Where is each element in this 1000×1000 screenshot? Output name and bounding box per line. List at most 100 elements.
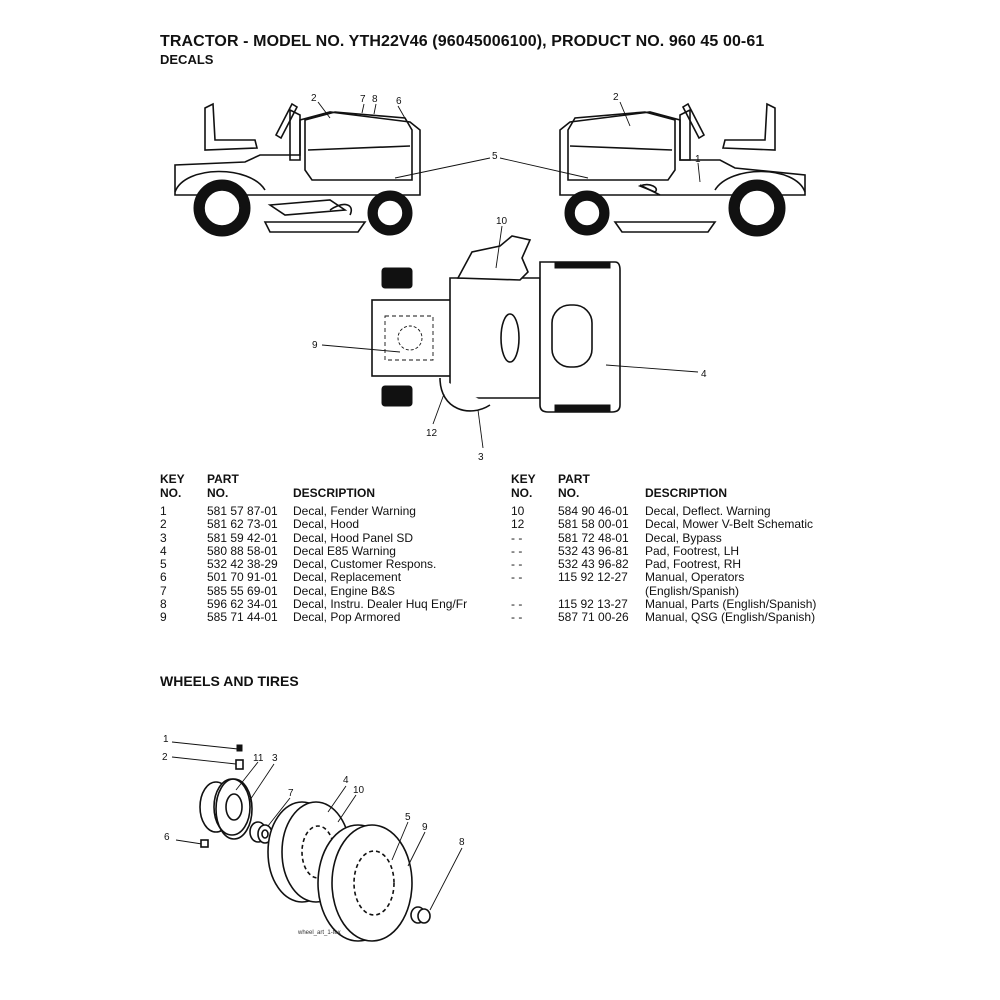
- callout-10: 10: [496, 216, 508, 227]
- cell-key: 12: [511, 517, 525, 532]
- cell-part: 532 42 38-29: [207, 557, 278, 572]
- wheel-callout-3: 3: [272, 753, 278, 764]
- section-title-decals: DECALS: [160, 52, 214, 67]
- cell-desc: Decal, Customer Respons.: [293, 557, 437, 572]
- wheel-exploded-view: [171, 741, 463, 942]
- table-row: 2 581 62 73-01 Decal, Hood: [160, 517, 500, 532]
- wheel-callout-1: 1: [163, 734, 169, 745]
- callout-12: 12: [426, 428, 438, 439]
- wheel-callout-9: 9: [422, 822, 428, 833]
- cell-part: 584 90 46-01: [558, 504, 629, 518]
- callout-1: 1: [695, 154, 701, 165]
- cell-key: - -: [511, 530, 523, 545]
- table-row: 12 581 58 00-01 Decal, Mower V-Belt Schema…: [511, 517, 851, 532]
- decal-callouts: 2 7 8 6 5 2 1 10 9 4 12 3: [311, 92, 707, 463]
- tractor-right-view: [559, 102, 806, 237]
- cell-key: 6: [160, 570, 167, 585]
- cell-part: 596 62 34-01: [207, 597, 278, 612]
- cell-part: 585 71 44-01: [207, 610, 278, 625]
- cell-key: - -: [511, 570, 523, 585]
- cell-desc: Decal, Fender Warning: [293, 504, 416, 518]
- cell-desc: Manual, Parts (English/Spanish): [645, 597, 817, 612]
- callout-7: 9: [312, 340, 318, 351]
- cell-desc: Decal, Mower V-Belt Schematic: [645, 517, 814, 532]
- table-row: 4 580 88 58-01 Decal E85 Warning: [160, 543, 500, 558]
- tractor-top-view: [371, 235, 621, 413]
- cell-key: 5: [160, 557, 167, 572]
- cell-key: 2: [160, 517, 167, 532]
- cell-part: 585 55 69-01: [207, 583, 278, 598]
- parts-table-right: KEY NO. PART NO. DESCRIPTION 10 584 90 46…: [511, 472, 851, 625]
- callout-4: 6: [396, 96, 402, 107]
- callout-5: 7: [360, 94, 366, 105]
- cell-desc: Decal, Hood: [293, 517, 360, 532]
- cell-part: 115 92 13-27: [558, 597, 628, 612]
- cell-desc: Decal, Deflect. Warning: [645, 504, 771, 518]
- table-row: 6 501 70 91-01 Decal, Replacement: [160, 570, 500, 585]
- cell-desc: Pad, Footrest, LH: [645, 543, 740, 558]
- cell-part: 581 62 73-01: [207, 517, 278, 532]
- cell-part: 532 43 96-81: [558, 543, 629, 558]
- cell-desc: Decal, Hood Panel SD: [293, 530, 414, 545]
- parts-table-header: KEY NO. PART NO. DESCRIPTION: [511, 472, 728, 500]
- cell-key: - -: [511, 610, 523, 625]
- cell-key: - -: [511, 557, 523, 572]
- cell-part: 501 70 91-01: [207, 570, 278, 585]
- tractor-left-view: [174, 102, 421, 237]
- table-row: 9 585 71 44-01 Decal, Pop Armored: [160, 610, 500, 625]
- callout-9: 3: [478, 452, 484, 463]
- cell-part: 532 43 96-82: [558, 557, 629, 572]
- cell-key: - -: [511, 597, 523, 612]
- cell-part: 581 59 42-01: [207, 530, 278, 545]
- cell-part: 581 58 00-01: [558, 517, 629, 532]
- cell-key: 7: [160, 583, 167, 598]
- cell-key: 10: [511, 504, 525, 518]
- wheel-callout-7: 7: [288, 788, 294, 799]
- cell-desc: Decal, Pop Armored: [293, 610, 401, 625]
- cell-key: 4: [160, 543, 167, 558]
- cell-key: - -: [511, 543, 523, 558]
- cell-part: 587 71 00-26: [558, 610, 629, 625]
- cell-key: 8: [160, 597, 167, 612]
- wheel-callout-6: 6: [164, 832, 170, 843]
- cell-desc: Decal, Replacement: [293, 570, 402, 585]
- wheel-callout-5: 5: [405, 812, 411, 823]
- cell-desc: Manual, Operators: [645, 570, 745, 585]
- cell-key: 3: [160, 530, 167, 545]
- table-row: - - 587 71 00-26 Manual, QSG (English/Span…: [511, 610, 851, 625]
- parts-table-left: KEY NO. PART NO. DESCRIPTION 1 581 57 87-…: [160, 472, 500, 625]
- table-row: 10 584 90 46-01 Decal, Deflect. Warning: [511, 504, 851, 518]
- table-row: (English/Spanish): [511, 583, 851, 598]
- cell-desc: Manual, QSG (English/Spanish): [645, 610, 816, 625]
- cell-part: 581 57 87-01: [207, 504, 278, 518]
- section-title-wheels: WHEELS AND TIRES: [160, 673, 299, 689]
- parts-table-header: KEY NO. PART NO. DESCRIPTION: [160, 472, 376, 500]
- cell-key: 1: [160, 504, 167, 518]
- callout-2-right: 2: [613, 92, 619, 103]
- decal-leader-lines: [317, 101, 701, 449]
- callout-2-left: 2: [311, 93, 317, 104]
- table-row: 5 532 42 38-29 Decal, Customer Respons.: [160, 557, 500, 572]
- page-title: TRACTOR - MODEL NO. YTH22V46 (9604500610…: [160, 33, 765, 50]
- decals-diagram: 2 7 8 6 5 2 1 10 9 4 12 3: [174, 92, 806, 463]
- wheel-callout-4: 4: [343, 775, 349, 786]
- callout-6: 8: [372, 94, 378, 105]
- wheel-callouts: 1 2 11 3 7 4 10 6 5 9 8 wheel_art_1-tex: [162, 734, 465, 936]
- table-row: - - 532 43 96-81 Pad, Footrest, LH: [511, 543, 851, 558]
- wheel-callout-2: 2: [162, 752, 168, 763]
- cell-desc: Decal, Instru. Dealer Huq Eng/Fr: [293, 597, 468, 612]
- cell-key: 9: [160, 610, 167, 625]
- cell-desc: Decal E85 Warning: [293, 543, 396, 558]
- callout-8: 4: [701, 369, 707, 380]
- cell-part: 580 88 58-01: [207, 543, 278, 558]
- table-row: - - 115 92 13-27 Manual, Parts (English/Sp…: [511, 597, 851, 612]
- cell-desc: (English/Spanish): [645, 583, 740, 598]
- cell-part: 581 72 48-01: [558, 530, 629, 545]
- cell-desc: Pad, Footrest, RH: [645, 557, 742, 572]
- table-row: 8 596 62 34-01 Decal, Instru. Dealer Huq E…: [160, 597, 500, 612]
- table-row: - - 532 43 96-82 Pad, Footrest, RH: [511, 557, 851, 572]
